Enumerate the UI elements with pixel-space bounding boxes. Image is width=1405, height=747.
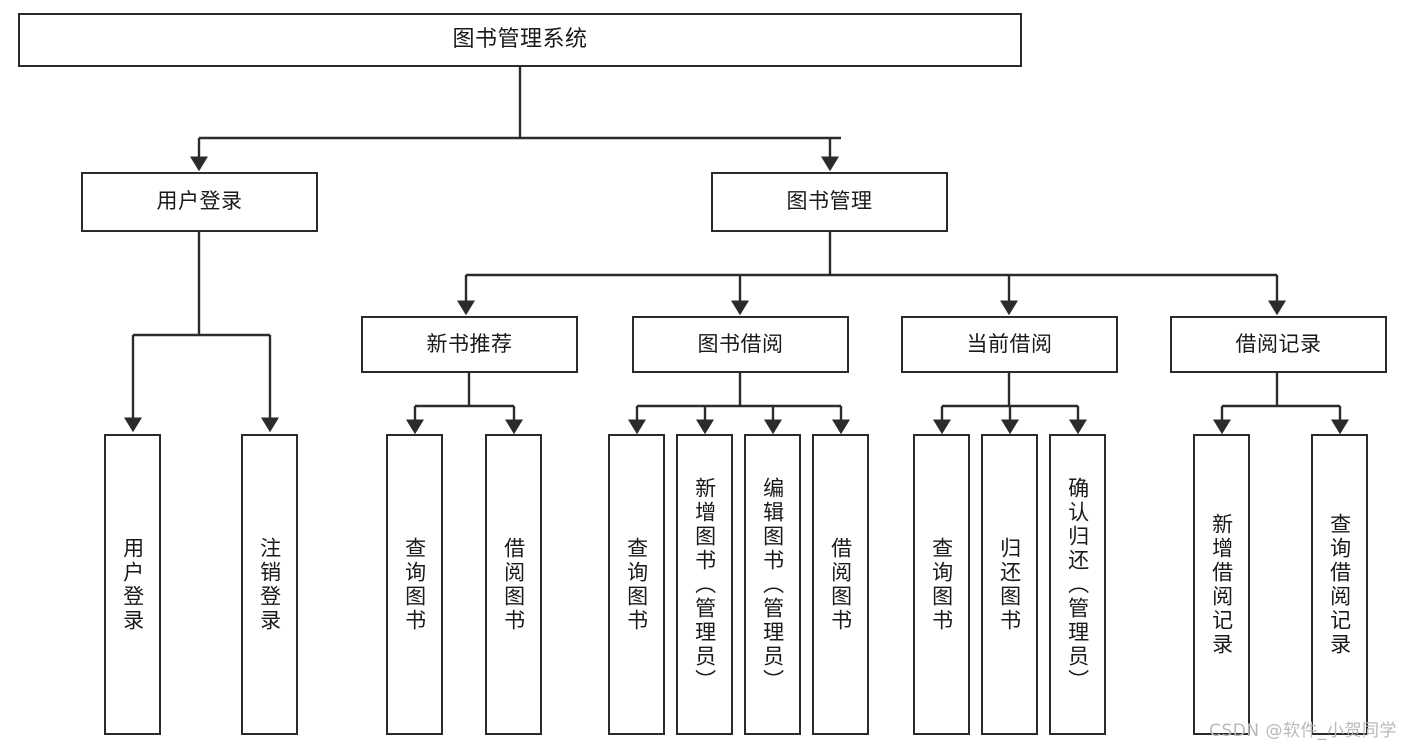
node-leaf-borrow-book-2[interactable]: 借阅图书	[812, 434, 869, 735]
node-book-borrow[interactable]: 图书借阅	[632, 316, 849, 373]
node-label: 查询图书	[402, 536, 427, 633]
node-label: 归还图书	[997, 536, 1022, 633]
node-label: 图书借阅	[697, 331, 784, 356]
node-label: 注销登录	[257, 536, 282, 633]
node-leaf-query-record[interactable]: 查询借阅记录	[1311, 434, 1368, 735]
node-leaf-query-book-3[interactable]: 查询图书	[913, 434, 970, 735]
node-leaf-edit-book[interactable]: 编辑图书（管理员）	[744, 434, 801, 735]
node-label: 用户登录	[120, 536, 145, 633]
node-label: 图书管理	[786, 189, 873, 214]
node-new-book-recommend[interactable]: 新书推荐	[361, 316, 578, 373]
node-label: 借阅图书	[501, 536, 526, 633]
node-borrow-record[interactable]: 借阅记录	[1170, 316, 1387, 373]
node-label: 确认归还（管理员）	[1065, 476, 1090, 693]
node-leaf-query-book-1[interactable]: 查询图书	[386, 434, 443, 735]
csdn-watermark: CSDN @软件_小贺同学	[1209, 721, 1397, 741]
node-current-borrow[interactable]: 当前借阅	[901, 316, 1118, 373]
node-leaf-confirm-return[interactable]: 确认归还（管理员）	[1049, 434, 1106, 735]
node-label: 借阅图书	[828, 536, 853, 633]
node-label: 当前借阅	[966, 331, 1053, 356]
node-label: 新增借阅记录	[1209, 512, 1234, 657]
node-label: 借阅记录	[1235, 331, 1322, 356]
node-leaf-borrow-book-1[interactable]: 借阅图书	[485, 434, 542, 735]
node-leaf-add-book[interactable]: 新增图书（管理员）	[676, 434, 733, 735]
node-leaf-add-record[interactable]: 新增借阅记录	[1193, 434, 1250, 735]
node-leaf-query-book-2[interactable]: 查询图书	[608, 434, 665, 735]
node-user-login[interactable]: 用户登录	[81, 172, 318, 232]
node-root-book-management-system[interactable]: 图书管理系统	[18, 13, 1022, 67]
node-label: 查询图书	[624, 536, 649, 633]
node-leaf-logout-login[interactable]: 注销登录	[241, 434, 298, 735]
node-label: 用户登录	[156, 189, 243, 214]
node-leaf-return-book[interactable]: 归还图书	[981, 434, 1038, 735]
node-label: 新增图书（管理员）	[692, 476, 717, 693]
node-leaf-user-login[interactable]: 用户登录	[104, 434, 161, 735]
node-label: 查询图书	[929, 536, 954, 633]
node-label: 新书推荐	[426, 331, 513, 356]
node-book-manage[interactable]: 图书管理	[711, 172, 948, 232]
node-label: 图书管理系统	[452, 26, 588, 52]
node-label: 查询借阅记录	[1327, 512, 1352, 657]
node-label: 编辑图书（管理员）	[760, 476, 785, 693]
